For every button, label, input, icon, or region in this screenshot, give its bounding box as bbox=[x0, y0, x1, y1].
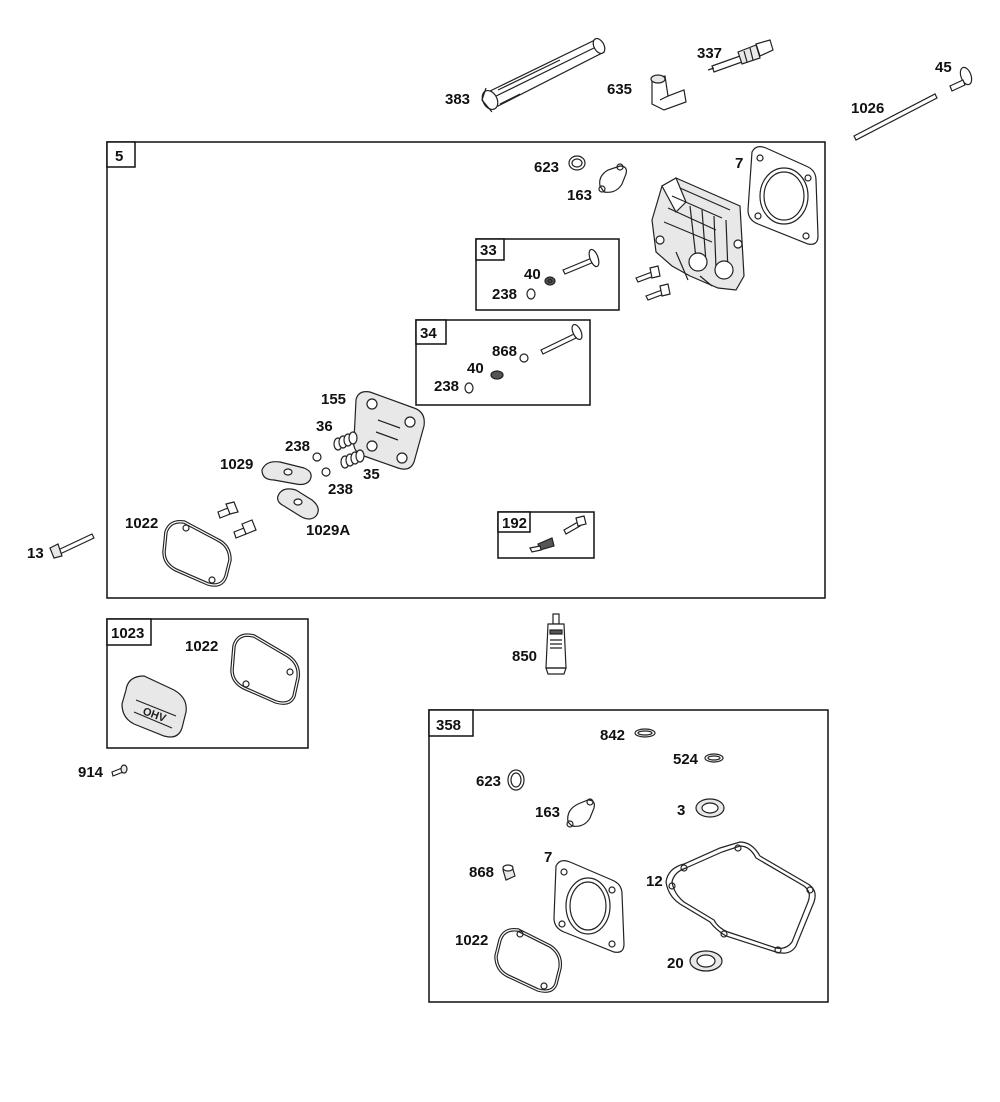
label-850: 850 bbox=[512, 648, 537, 665]
label-12: 12 bbox=[646, 873, 663, 890]
label-163: 163 bbox=[567, 187, 592, 204]
head-gasket-icon bbox=[747, 146, 819, 245]
label-40-b: 40 bbox=[467, 360, 484, 377]
screw-kit-label: 192 bbox=[502, 515, 527, 532]
label-35: 35 bbox=[363, 466, 380, 483]
exhaust-valve-tag bbox=[415, 319, 447, 345]
o-ring-icon bbox=[507, 769, 525, 791]
label-623: 623 bbox=[534, 159, 559, 176]
label-337: 337 bbox=[697, 45, 722, 62]
sealant-tube-icon bbox=[545, 613, 567, 675]
gasket-set-tag bbox=[428, 709, 474, 737]
spark-plug-icon bbox=[707, 39, 774, 73]
label-45: 45 bbox=[935, 59, 952, 76]
label-155: 155 bbox=[321, 391, 346, 408]
valve-cover-kit-label: 1023 bbox=[111, 625, 144, 642]
valve-keeper-icon bbox=[490, 370, 504, 380]
label-238-a: 238 bbox=[492, 286, 517, 303]
label-1022-b: 1022 bbox=[185, 638, 218, 655]
label-868-b: 868 bbox=[469, 864, 494, 881]
label-1026: 1026 bbox=[851, 100, 884, 117]
head-assembly-frame bbox=[106, 141, 826, 599]
screw-kit-tag bbox=[497, 511, 531, 533]
label-868-a: 868 bbox=[492, 343, 517, 360]
label-1029: 1029 bbox=[220, 456, 253, 473]
valve-icon bbox=[562, 248, 600, 275]
valve-rotator-icon bbox=[519, 353, 529, 363]
oil-seal-icon bbox=[695, 798, 725, 818]
label-1029a: 1029A bbox=[306, 522, 350, 539]
gasket-set-frame bbox=[428, 709, 829, 1003]
o-ring-icon bbox=[568, 155, 586, 171]
valve-icon bbox=[949, 66, 973, 92]
label-524: 524 bbox=[673, 751, 699, 768]
head-assembly-label: 5 bbox=[115, 148, 123, 165]
label-40-a: 40 bbox=[524, 266, 541, 283]
rocker-stud-icon bbox=[217, 501, 257, 539]
bolt-icon bbox=[49, 533, 95, 559]
seal-ring-icon bbox=[704, 753, 724, 763]
label-1022-c: 1022 bbox=[455, 932, 488, 949]
push-rod-icon bbox=[853, 93, 938, 141]
gasket-set-label: 358 bbox=[436, 717, 461, 734]
head-gasket-icon bbox=[553, 860, 625, 953]
label-13: 13 bbox=[27, 545, 44, 562]
retainer-icon bbox=[312, 452, 322, 462]
exhaust-gasket-icon bbox=[566, 798, 595, 828]
exhaust-gasket-icon bbox=[598, 163, 627, 193]
seal-ring-icon bbox=[634, 728, 656, 738]
screw-icon bbox=[529, 515, 587, 553]
cylinder-head-icon bbox=[651, 177, 745, 291]
spark-plug-boot-icon bbox=[650, 74, 687, 111]
spark-plug-wrench-icon bbox=[481, 37, 606, 113]
valve-spring-icon bbox=[340, 449, 365, 469]
label-7-b: 7 bbox=[544, 849, 552, 866]
rocker-arm-icon bbox=[277, 488, 319, 520]
valve-cover-gasket-icon bbox=[230, 633, 301, 705]
label-1022-a: 1022 bbox=[125, 515, 158, 532]
valve-cover-kit-tag bbox=[106, 618, 152, 646]
oil-seal-icon bbox=[689, 950, 723, 972]
label-20: 20 bbox=[667, 955, 684, 972]
screw-icon bbox=[111, 764, 128, 777]
valve-rotator-icon bbox=[502, 864, 516, 881]
valve-spring-icon bbox=[333, 431, 358, 451]
label-238-d: 238 bbox=[328, 481, 353, 498]
valve-cover-icon: OHV bbox=[121, 675, 187, 738]
valve-seal-icon bbox=[526, 288, 536, 300]
label-842: 842 bbox=[600, 727, 625, 744]
intake-valve-frame bbox=[475, 238, 620, 311]
label-623-b: 623 bbox=[476, 773, 501, 790]
label-238-b: 238 bbox=[434, 378, 459, 395]
crankcase-gasket-icon bbox=[665, 841, 816, 954]
valve-cover-gasket-icon bbox=[494, 927, 563, 993]
valve-keeper-icon bbox=[544, 276, 556, 286]
rocker-arm-icon bbox=[261, 461, 312, 486]
label-7: 7 bbox=[735, 155, 743, 172]
exhaust-valve-frame bbox=[415, 319, 591, 406]
retainer-icon bbox=[321, 467, 331, 477]
valve-cover-kit-frame bbox=[106, 618, 309, 749]
label-914: 914 bbox=[78, 764, 104, 781]
label-383: 383 bbox=[445, 91, 470, 108]
intake-valve-label: 33 bbox=[480, 242, 497, 259]
label-238-c: 238 bbox=[285, 438, 310, 455]
label-3: 3 bbox=[677, 802, 685, 819]
label-635: 635 bbox=[607, 81, 632, 98]
label-36: 36 bbox=[316, 418, 333, 435]
screw-kit-frame bbox=[497, 511, 595, 559]
label-163-b: 163 bbox=[535, 804, 560, 821]
valve-seal-icon bbox=[464, 382, 474, 394]
valve-icon bbox=[540, 323, 583, 355]
stud-icon bbox=[635, 265, 671, 301]
valve-cover-gasket-icon bbox=[162, 519, 232, 587]
intake-valve-tag bbox=[475, 238, 505, 261]
head-assembly-tag bbox=[106, 141, 136, 168]
exhaust-valve-label: 34 bbox=[420, 325, 437, 342]
